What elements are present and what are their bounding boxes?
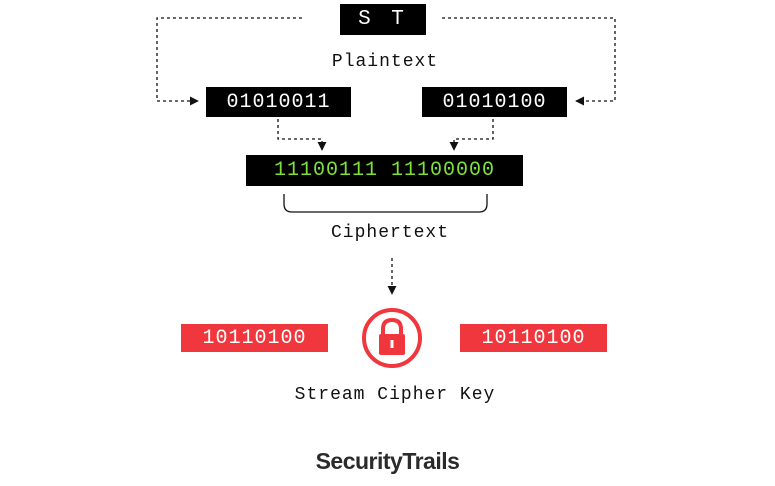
arrow-right-bits-to-cipher	[449, 119, 494, 151]
arrow-left-bits-to-cipher	[277, 119, 327, 151]
plaintext-bits-right: 01010100	[422, 87, 567, 117]
padlock-icon	[362, 308, 422, 368]
key-left-text: 10110100	[202, 326, 307, 350]
stream-cipher-key-label: Stream Cipher Key	[294, 385, 496, 405]
bits-left-text: 01010011	[226, 90, 331, 114]
ciphertext-box: 11100111 11100000	[246, 155, 523, 186]
plaintext-letters-box: S T	[340, 4, 426, 35]
securitytrails-logo: SecurityTrails	[315, 448, 460, 474]
plaintext-label: Plaintext	[331, 52, 439, 72]
plaintext-letters: S T	[358, 8, 408, 31]
plaintext-bits-left: 01010011	[206, 87, 351, 117]
ciphertext-label: Ciphertext	[330, 223, 450, 243]
bits-right-text: 01010100	[442, 90, 547, 114]
arrow-plaintext-to-left-bits	[156, 17, 302, 106]
key-right-text: 10110100	[481, 326, 586, 350]
ciphertext-brace	[283, 194, 488, 213]
arrow-plaintext-to-right-bits	[442, 17, 616, 106]
ciphertext-bits: 11100111 11100000	[273, 159, 496, 182]
key-bits-right: 10110100	[460, 324, 607, 352]
key-bits-left: 10110100	[181, 324, 328, 352]
